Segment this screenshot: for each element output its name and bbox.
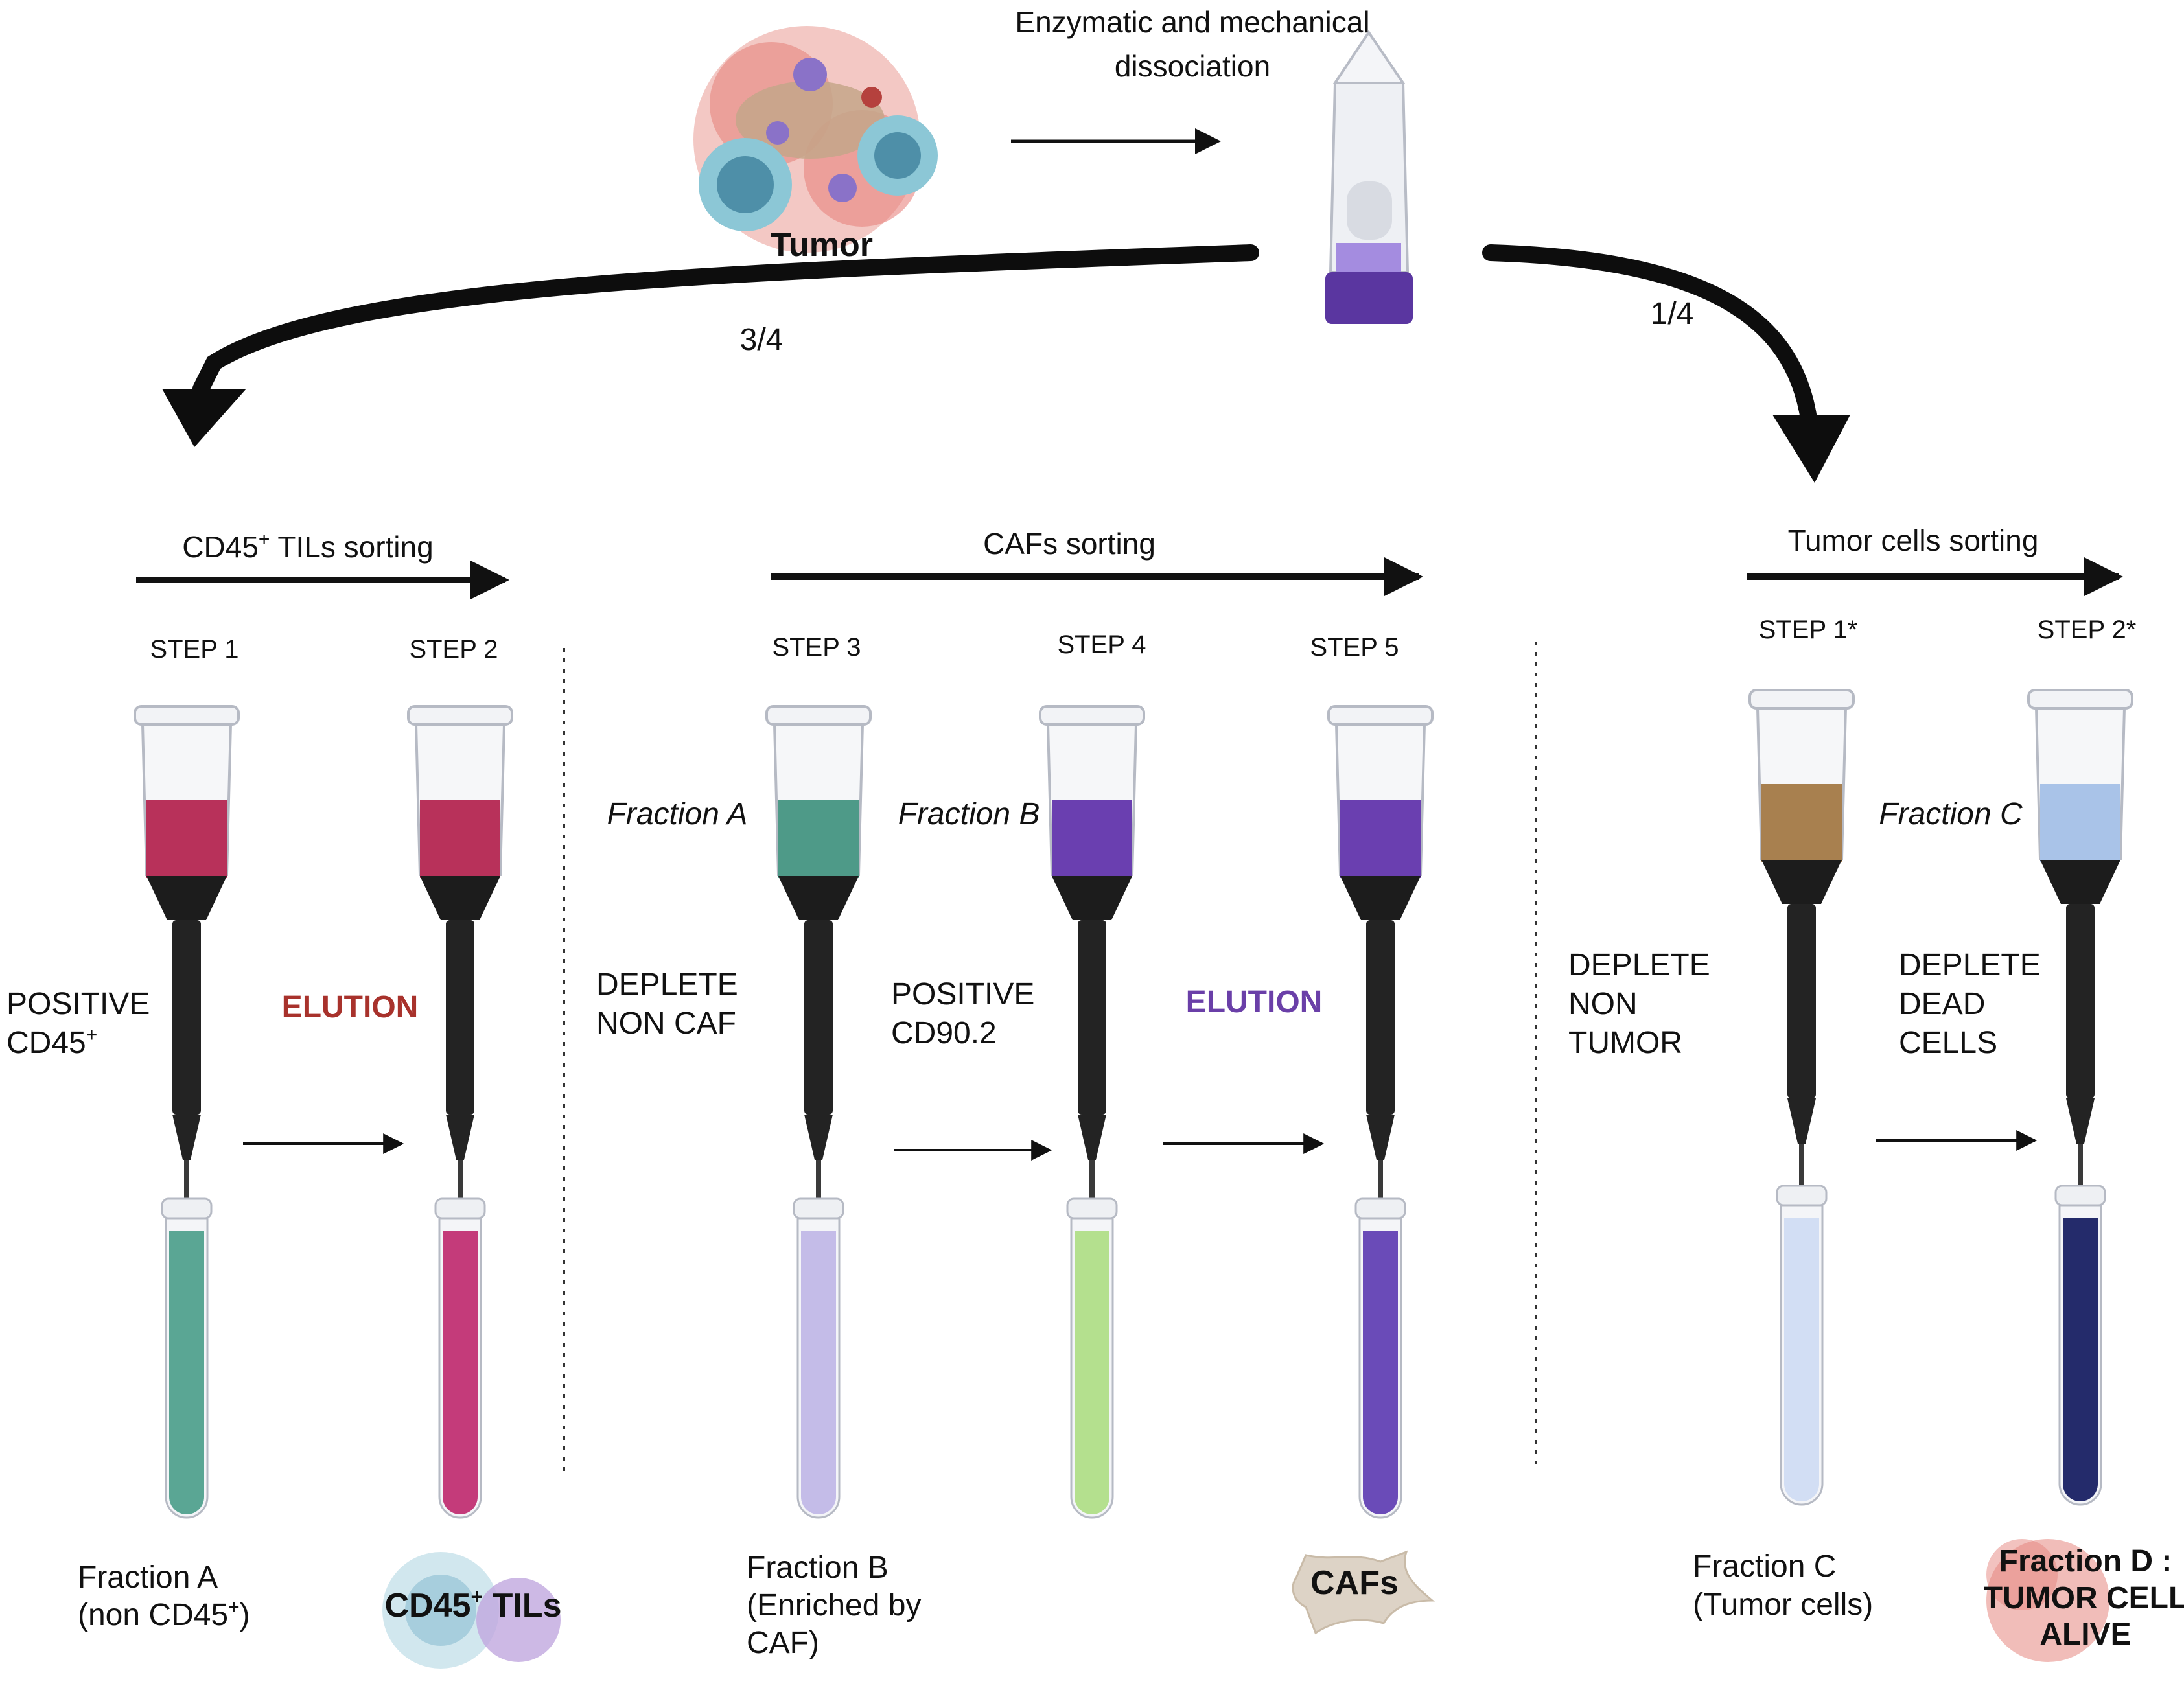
output-fraction-a-2: (non CD45+) (78, 1597, 250, 1632)
section-tils-header: CD45+ TILs sorting (182, 529, 433, 564)
tubes-group (161, 1185, 2106, 1519)
step-label-2: STEP 2 (409, 635, 498, 664)
step-label-3: STEP 3 (772, 633, 861, 662)
step-label-2-star: STEP 2* (2038, 616, 2137, 644)
action-positive-cd90-2: CD90.2 (891, 1016, 997, 1050)
output-fraction-b-3: CAF) (747, 1626, 819, 1660)
fraction-tag-b: Fraction B (898, 797, 1040, 831)
action-elution-1: ELUTION (282, 990, 419, 1024)
tils-cell-illustration (382, 1552, 561, 1669)
separation-column-1 (134, 705, 240, 1221)
action-deplete-dead-3: CELLS (1899, 1026, 1997, 1060)
fraction-tag-a: Fraction A (607, 797, 748, 831)
collection-tube-3 (793, 1197, 844, 1519)
output-cafs: CAFs (1310, 1564, 1399, 1602)
output-fraction-d-1: Fraction D : (1999, 1544, 2172, 1578)
output-fraction-a-1: Fraction A (78, 1560, 218, 1595)
output-fraction-c-1: Fraction C (1693, 1549, 1836, 1584)
collection-tube-6 (1776, 1185, 1828, 1506)
tumor-cell-illustration (1986, 1539, 2109, 1662)
tumor-label: Tumor (771, 226, 873, 264)
action-deplete-noncaf-1: DEPLETE (596, 967, 738, 1002)
separation-column-5 (1327, 705, 1434, 1221)
action-deplete-nontumor-1: DEPLETE (1568, 948, 1710, 982)
falcon-tube (1325, 30, 1413, 324)
collection-tube-5 (1354, 1197, 1406, 1519)
step-label-1-star: STEP 1* (1759, 616, 1858, 644)
action-elution-2: ELUTION (1186, 985, 1323, 1019)
output-fraction-c-2: (Tumor cells) (1693, 1588, 1873, 1622)
tumor-illustration (693, 26, 938, 253)
action-deplete-nontumor-3: TUMOR (1568, 1026, 1682, 1060)
separation-column-2 (407, 705, 513, 1221)
step-label-1: STEP 1 (150, 635, 238, 664)
step-label-4: STEP 4 (1057, 630, 1146, 659)
output-fraction-b-2: (Enriched by (747, 1588, 921, 1623)
big-arrow-left (192, 244, 1259, 397)
separation-column-3 (765, 705, 872, 1221)
columns-group (134, 689, 2133, 1221)
separation-column-7 (2027, 689, 2133, 1205)
split-right-label: 1/4 (1651, 297, 1694, 331)
collection-tube-1 (161, 1197, 213, 1519)
output-fraction-d-2: TUMOR CELL (1984, 1581, 2184, 1615)
action-deplete-nontumor-2: NON (1568, 987, 1638, 1021)
collection-tube-2 (434, 1197, 486, 1519)
action-deplete-noncaf-2: NON CAF (596, 1006, 736, 1041)
action-deplete-dead-1: DEPLETE (1899, 948, 2041, 982)
separation-column-4 (1039, 705, 1145, 1221)
split-left-label: 3/4 (740, 323, 784, 357)
action-positive-cd45: POSITIVE (6, 987, 150, 1021)
action-positive-cd45-marker: CD45+ (6, 1024, 97, 1060)
title-line-1: Enzymatic and mechanical (1015, 5, 1369, 39)
collection-tube-4 (1066, 1197, 1118, 1519)
separation-column-6 (1748, 689, 1855, 1205)
big-arrow-right (1482, 244, 1817, 423)
fraction-tag-c: Fraction C (1879, 797, 2023, 831)
output-fraction-b-1: Fraction B (747, 1551, 889, 1585)
action-positive-cd90-1: POSITIVE (891, 977, 1034, 1012)
collection-tube-7 (2054, 1185, 2106, 1506)
title-line-2: dissociation (1115, 49, 1270, 83)
output-tils: CD45+ TILs (385, 1585, 562, 1624)
output-fraction-d-3: ALIVE (2039, 1617, 2131, 1652)
section-cafs-header: CAFs sorting (983, 527, 1156, 561)
section-tumor-header: Tumor cells sorting (1788, 524, 2039, 557)
caf-cell-illustration (1292, 1550, 1435, 1635)
action-deplete-dead-2: DEAD (1899, 987, 1985, 1021)
step-label-5: STEP 5 (1310, 633, 1399, 662)
